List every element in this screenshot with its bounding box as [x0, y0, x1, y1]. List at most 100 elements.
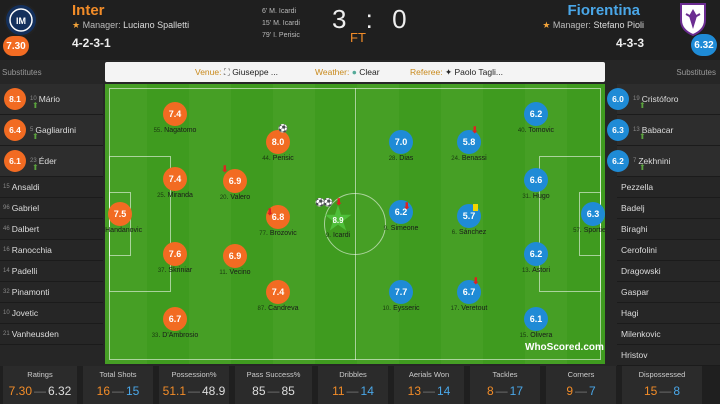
stat-separator: — — [34, 384, 46, 398]
home-formation: 4-2-3-1 — [72, 36, 111, 50]
player-label: 55. Nagatomo — [153, 127, 197, 134]
manager-label: Manager: — [82, 20, 121, 30]
player-number: 25 — [157, 193, 164, 199]
svg-text:IM: IM — [16, 16, 26, 26]
referee-value: Paolo Tagli... — [454, 67, 503, 77]
player-label: 10. Eysseric — [382, 305, 420, 312]
sub-row[interactable]: Badelj — [617, 198, 720, 219]
scorer-item: 15' M. Icardi — [262, 20, 300, 27]
sub-row[interactable]: Milenkovic — [617, 324, 720, 345]
sub-row[interactable]: Hristov — [617, 345, 720, 366]
stat-home-value: 15 — [643, 384, 658, 398]
sub-row[interactable]: Gaspar — [617, 282, 720, 303]
player-name: Icardi — [333, 232, 351, 239]
player-number: 11 — [219, 270, 226, 276]
player-name: Skriniar — [168, 267, 193, 274]
sub-row[interactable]: Biraghi — [617, 219, 720, 240]
referee-info: Referee: ✦ Paolo Tagli... — [410, 67, 503, 78]
player-label: 87. Candreva — [257, 305, 299, 312]
whistle-icon: ✦ — [444, 67, 453, 77]
sub-name: Babacar — [641, 125, 674, 135]
stat-separator: — — [423, 384, 435, 398]
venue-info: Venue: ⛶ Giuseppe ... — [195, 67, 278, 78]
match-info-bar: Venue: ⛶ Giuseppe ... Weather: ● Clear R… — [105, 62, 605, 82]
sub-number: 15 — [3, 184, 10, 190]
goal-ball-icon: ⚽ — [315, 198, 325, 207]
away-team-name[interactable]: Fiorentina — [567, 2, 640, 19]
stat-separator: — — [495, 384, 508, 398]
player-label: 9. Icardi — [325, 232, 351, 239]
center-circle — [324, 193, 386, 255]
player-number: 44 — [262, 156, 269, 162]
player-name: Veretout — [461, 305, 488, 312]
sub-number: 10 — [30, 96, 37, 102]
weather-icon: ● — [351, 67, 357, 77]
stat-separator: — — [188, 384, 200, 398]
home-team-name[interactable]: Inter — [72, 2, 105, 19]
stadium-icon: ⛶ — [223, 67, 230, 77]
sub-rating-badge: 6.3 — [607, 119, 629, 141]
manager-name[interactable]: Luciano Spalletti — [123, 20, 190, 30]
sub-name: Mário — [38, 94, 60, 104]
sub-rating-badge: 6.0 — [607, 88, 629, 110]
sub-name: Pezzella — [621, 182, 654, 192]
manager-name[interactable]: Stefano Pioli — [593, 20, 644, 30]
player-rating: 6.9 — [223, 169, 247, 193]
stat-away-value: 14 — [437, 384, 451, 398]
goal-ball-icon: ⚽ — [278, 124, 288, 133]
sub-name: Zekhnini — [638, 156, 671, 166]
player-name: Candreva — [268, 305, 299, 312]
sub-in-arrow-icon: ⬆ — [32, 101, 39, 110]
stat-label: Possession% — [171, 370, 217, 379]
player-label: 13. Astori — [521, 267, 551, 274]
sub-row[interactable]: Dragowski — [617, 261, 720, 282]
player-label: 6. Sánchez — [451, 229, 487, 236]
sub-off-arrow-icon: ⬇ — [221, 164, 229, 174]
sub-number: 32 — [3, 289, 10, 295]
venue-value: Giuseppe ... — [232, 67, 279, 77]
match-status: FT — [350, 30, 366, 45]
sub-number: 13 — [633, 127, 640, 133]
sub-name: Pinamonti — [11, 287, 50, 297]
away-rating-badge: 6.32 — [691, 34, 717, 56]
player-number: 6 — [451, 230, 456, 236]
player-name: Sportiello — [583, 227, 605, 234]
stat-separator: — — [346, 384, 359, 398]
scorers-list: 6' M. Icardi 15' M. Icardi 79' I. Perisi… — [262, 6, 322, 42]
sub-number: 96 — [3, 205, 10, 211]
player-rating: 7.4 — [163, 102, 187, 126]
stat-home-value: 51.1 — [162, 384, 186, 398]
sub-in-arrow-icon: ⬆ — [639, 101, 646, 110]
yellow-card-icon — [473, 204, 478, 211]
player-rating: 7.0 — [389, 130, 413, 154]
stat-box: Pass Success%85—85 — [235, 366, 312, 404]
player-rating: 7.7 — [389, 280, 413, 304]
stat-separator: — — [659, 384, 672, 398]
home-rating-badge: 7.30 — [3, 36, 29, 56]
away-subs-label: Substitutes — [676, 68, 716, 77]
player-name: Tomovic — [528, 127, 555, 134]
player-number: 77 — [259, 231, 266, 237]
sub-row[interactable]: Hagi — [617, 303, 720, 324]
player-rating: 7.6 — [163, 242, 187, 266]
sub-row[interactable]: Pezzella — [617, 177, 720, 198]
weather-info: Weather: ● Clear — [315, 67, 380, 77]
sub-row[interactable]: Cerofolini — [617, 240, 720, 261]
sub-name: Cerofolini — [621, 245, 657, 255]
stat-label: Dribbles — [339, 370, 367, 379]
